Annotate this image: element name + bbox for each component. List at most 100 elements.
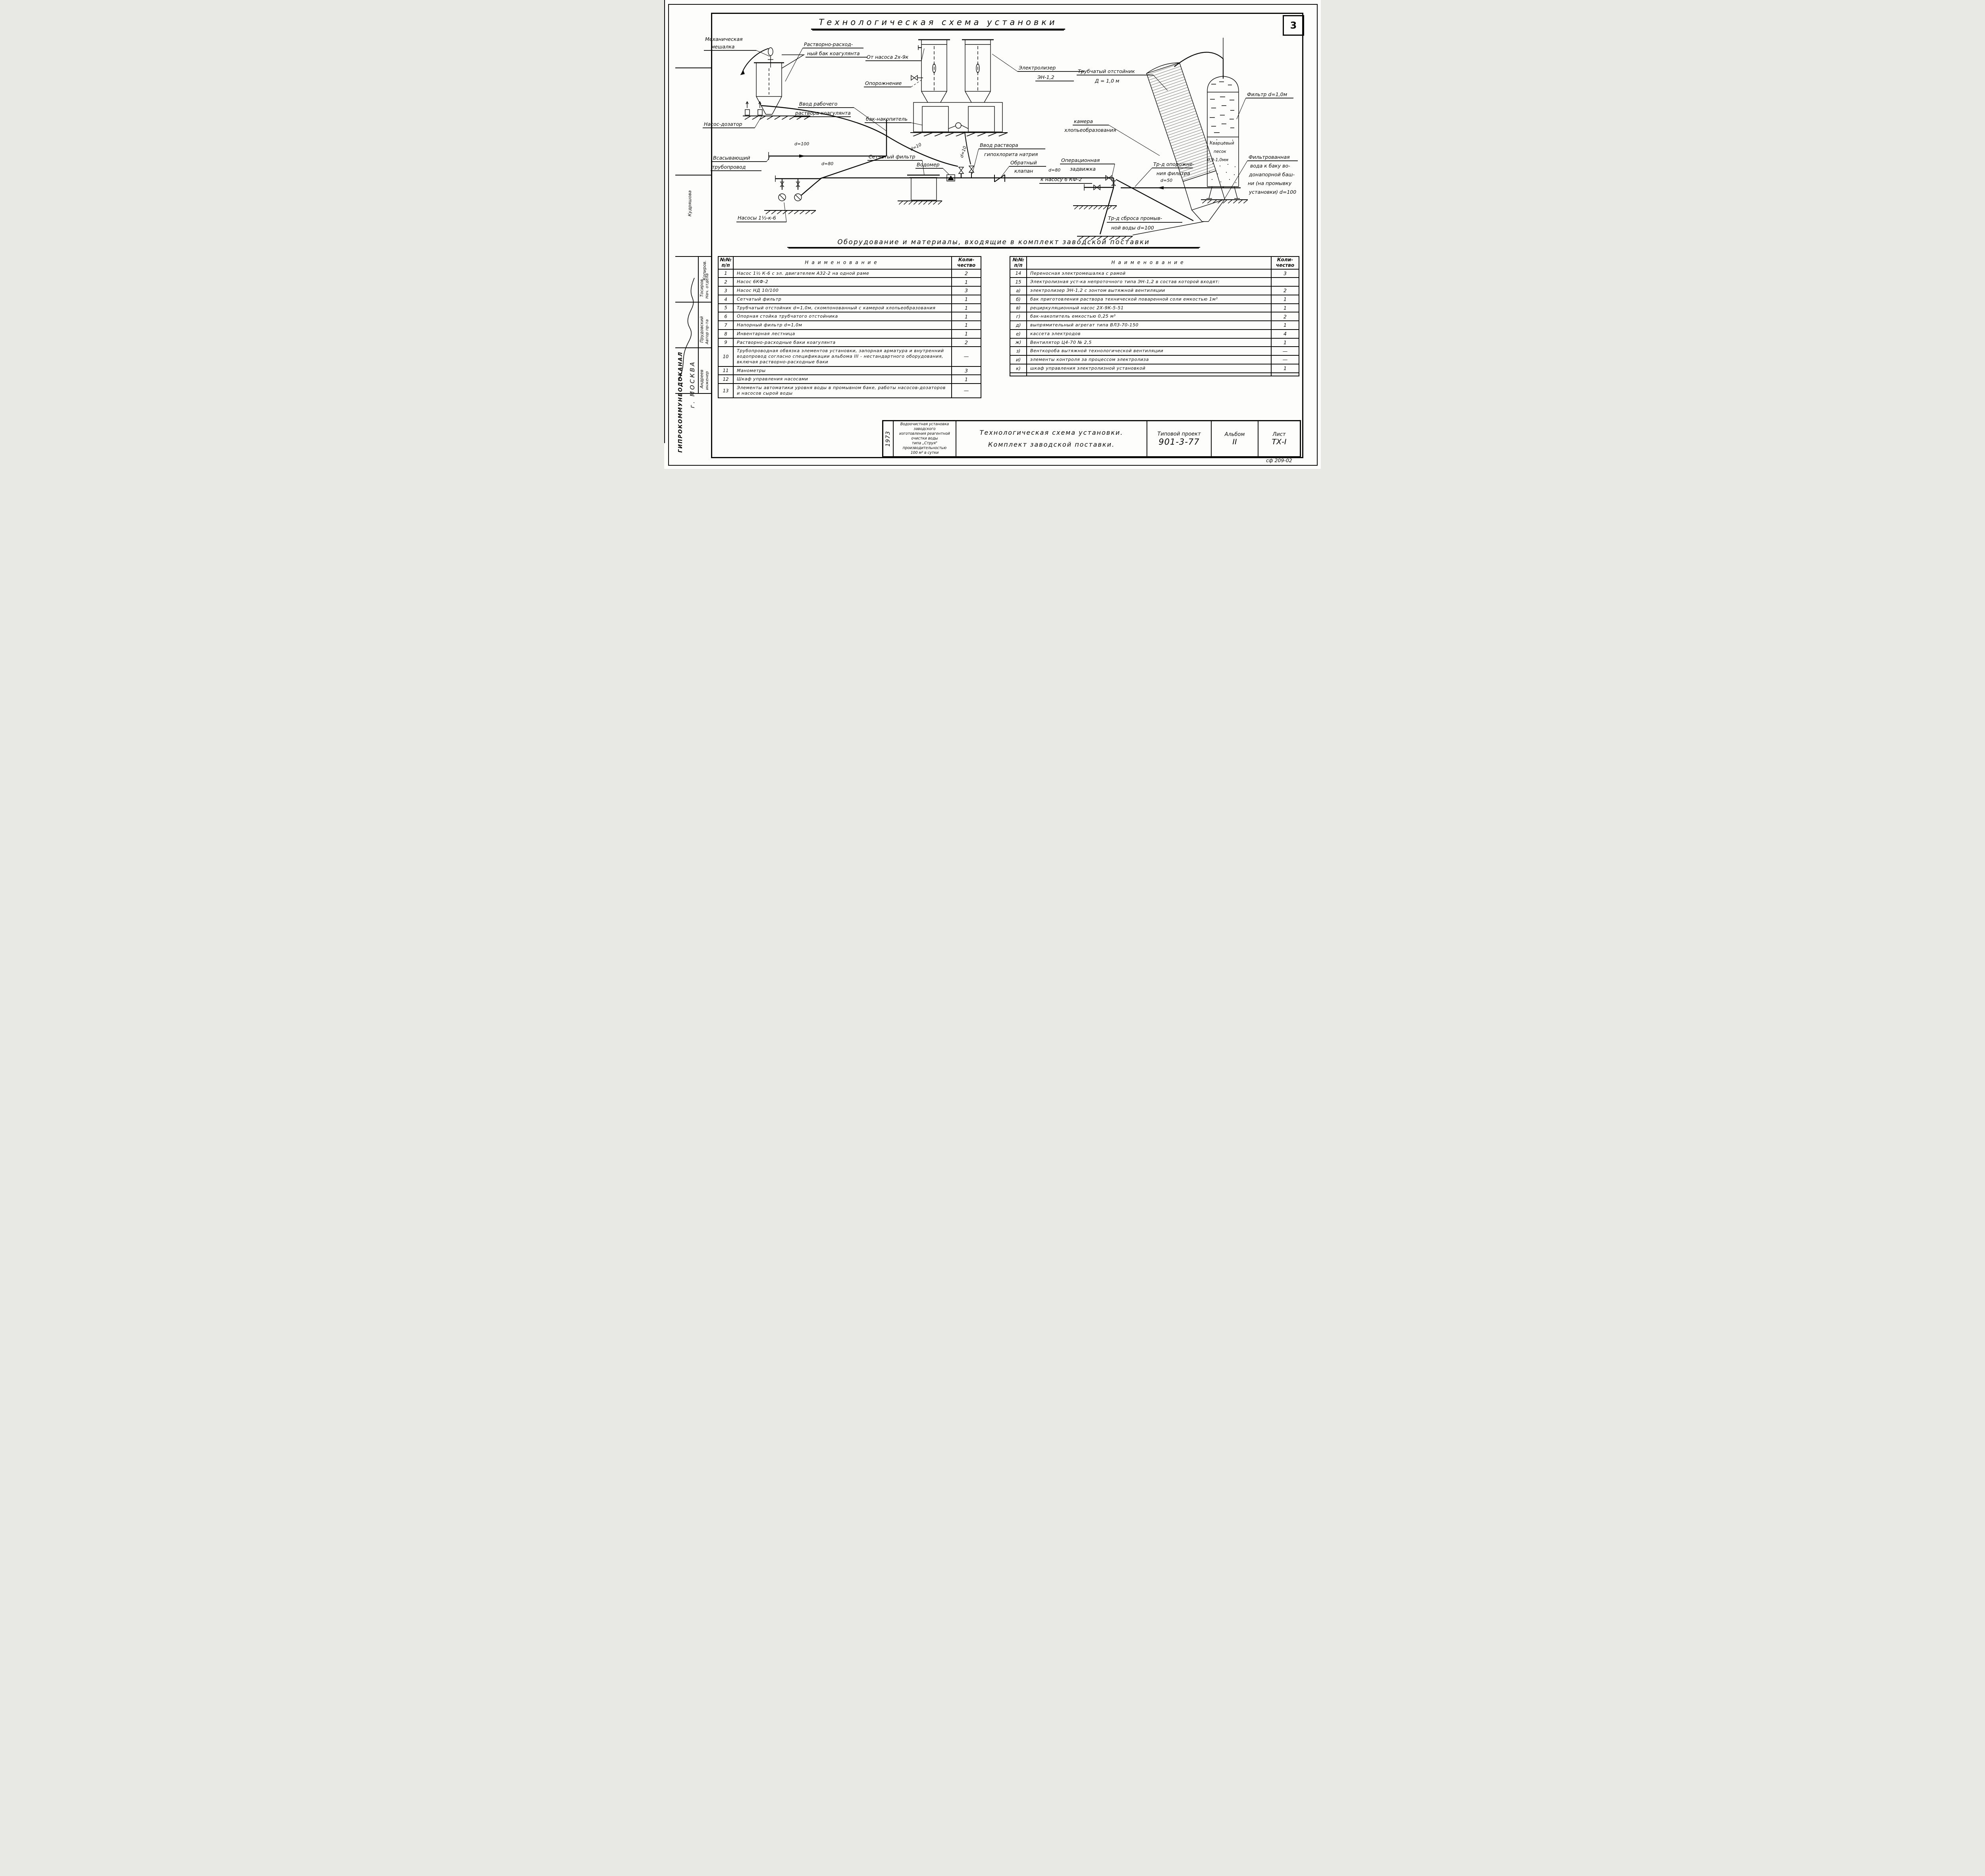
label-filter: Фильтр d=1,0м: [1247, 91, 1287, 97]
sidebar-divider: [675, 67, 711, 68]
label-d100: d=100: [794, 141, 809, 147]
title-block-doc-title: Технологическая схема установки. Комплек…: [956, 421, 1147, 456]
drawing-title: Технологическая схема установки: [811, 17, 1065, 30]
ground-hatch: [763, 210, 817, 215]
cell-qty: 2: [1271, 312, 1299, 322]
label-wash-drain: ной воды d=100: [1111, 225, 1154, 231]
label-drain-filter: Тр-д опорожне-: [1153, 161, 1195, 167]
label-wash-drain: Тр-д сброса промыв-: [1108, 215, 1162, 221]
hypochlorite-pipe: [964, 131, 971, 165]
cell-num: 1: [718, 268, 734, 278]
cell-num: 3: [718, 286, 734, 295]
filter-outlet-pipe: [1121, 186, 1241, 189]
sidebar-person: Андреев: [700, 369, 704, 388]
label-op-valve: Операционная: [1061, 157, 1100, 163]
col-header-name: Наименование: [733, 256, 952, 270]
label-filtered-water: вода к баку во-: [1250, 163, 1290, 169]
cell-name: рециркуляционный насос 2Х-9К-5-51: [1026, 303, 1272, 313]
cell-qty: [1271, 372, 1299, 376]
title-block-year-cell: 1973: [883, 421, 894, 456]
doc-title-line: Комплект заводской поставки.: [988, 441, 1115, 448]
cell-qty: 1: [1271, 363, 1299, 373]
cell-num: 15: [1010, 277, 1027, 287]
cell-qty: 1: [951, 277, 981, 287]
label-check-valve: клапан: [1014, 168, 1033, 174]
cell-qty: —: [951, 383, 981, 398]
valve-icon: [969, 166, 974, 173]
sidebar-divider: [675, 347, 711, 348]
cell-name: Инвентарная лестница: [733, 329, 952, 339]
cell-name: Переносная электромешалка с рамой: [1026, 268, 1272, 278]
cell-qty: 2: [951, 337, 981, 347]
label-floc-chamber: хлопьеобразования: [1064, 127, 1116, 133]
cell-num: ж): [1010, 337, 1027, 347]
cell-name: Насос 1½ К-6 с эл. двигателем А32-2 на о…: [733, 268, 952, 278]
cell-num: в): [1010, 303, 1027, 313]
cell-name: Трубчатый отстойник d=1,0м, скомпонованн…: [733, 303, 952, 313]
operation-valve-cluster: [1084, 175, 1116, 191]
settler-feed-pipe: [1116, 179, 1194, 222]
ground-hatch: [910, 133, 1008, 136]
sheet-value: ТХ-I: [1272, 437, 1287, 446]
label-electrolyzer: Электролизер: [1018, 65, 1056, 71]
cell-num: а): [1010, 286, 1027, 295]
cell-num: [1010, 372, 1027, 376]
sidebar-role: инженер: [705, 371, 709, 390]
desc-line: 100 м³ в сутки: [910, 451, 939, 455]
cell-name: шкаф управления электролизной установкой: [1026, 363, 1272, 373]
label-work-solution: Ввод рабочего: [799, 101, 838, 107]
label-check-valve: Обратный: [1010, 160, 1037, 166]
sidebar-person: Тосиров: [700, 279, 704, 297]
project-label: Типовой проект: [1157, 431, 1201, 437]
coagulant-feed-pipe: [761, 105, 958, 167]
col-header-num: №№ п/п: [1010, 256, 1027, 270]
cell-num: 8: [718, 329, 734, 339]
label-op-valve: задвижка: [1070, 166, 1096, 172]
cell-num: 13: [718, 383, 734, 398]
label-filtered-water: установки) d=100: [1249, 189, 1296, 195]
raw-water-pumps: [778, 177, 822, 201]
cell-name: электролизер ЭН-1,2 с зонтом вытяжной ве…: [1026, 286, 1272, 295]
cell-qty: —: [1271, 355, 1299, 364]
cell-num: 5: [718, 303, 734, 313]
label-d10: d=10: [909, 142, 922, 152]
water-meter-symbol: [946, 174, 955, 181]
desc-line: Водоочистная установка заводского: [900, 422, 949, 431]
cell-num: г): [1010, 312, 1027, 322]
label-d80-main: d=80: [1048, 168, 1060, 173]
cell-num: и): [1010, 355, 1027, 364]
cell-qty: 1: [1271, 294, 1299, 304]
settler-outlet-pipe: [1174, 52, 1224, 79]
cell-name: Напорный фильтр d=1,0м: [733, 320, 952, 330]
doc-title-line: Технологическая схема установки.: [979, 428, 1124, 436]
cell-name: бак-накопитель емкостью 0,25 м³: [1026, 312, 1272, 322]
label-quartz-sand: 0,9-1,0мм: [1207, 158, 1228, 162]
cell-name: Вентилятор Ц4-70 № 2,5: [1026, 337, 1272, 347]
label-d50: d=50: [1160, 178, 1172, 183]
album-value: II: [1232, 437, 1237, 446]
cell-qty: 1: [951, 320, 981, 330]
label-pumps: Насосы 1½-к-6: [738, 215, 776, 221]
page-number: 3: [1290, 20, 1297, 31]
mechanical-mixer: [740, 47, 773, 75]
drawing-frame: [711, 13, 1303, 458]
table-header-row: №№ п/п Наименование Коли- чество: [718, 256, 981, 270]
col-header-name: Наименование: [1026, 256, 1272, 270]
sidebar-person: Прудовский: [700, 316, 704, 343]
sidebar-role: Нач. отдела: [705, 273, 709, 299]
col-header-qty: Коли- чество: [951, 256, 981, 270]
year: 1973: [885, 431, 892, 447]
cell-qty: 1: [1271, 320, 1299, 330]
cell-num: 14: [1010, 268, 1027, 278]
electrolyzer-unit: [918, 39, 994, 103]
sand-dots: [1209, 139, 1236, 183]
cell-qty: 3: [1271, 268, 1299, 278]
label-mech-mixer: Механическая: [705, 36, 743, 42]
cell-qty: 1: [1271, 303, 1299, 313]
